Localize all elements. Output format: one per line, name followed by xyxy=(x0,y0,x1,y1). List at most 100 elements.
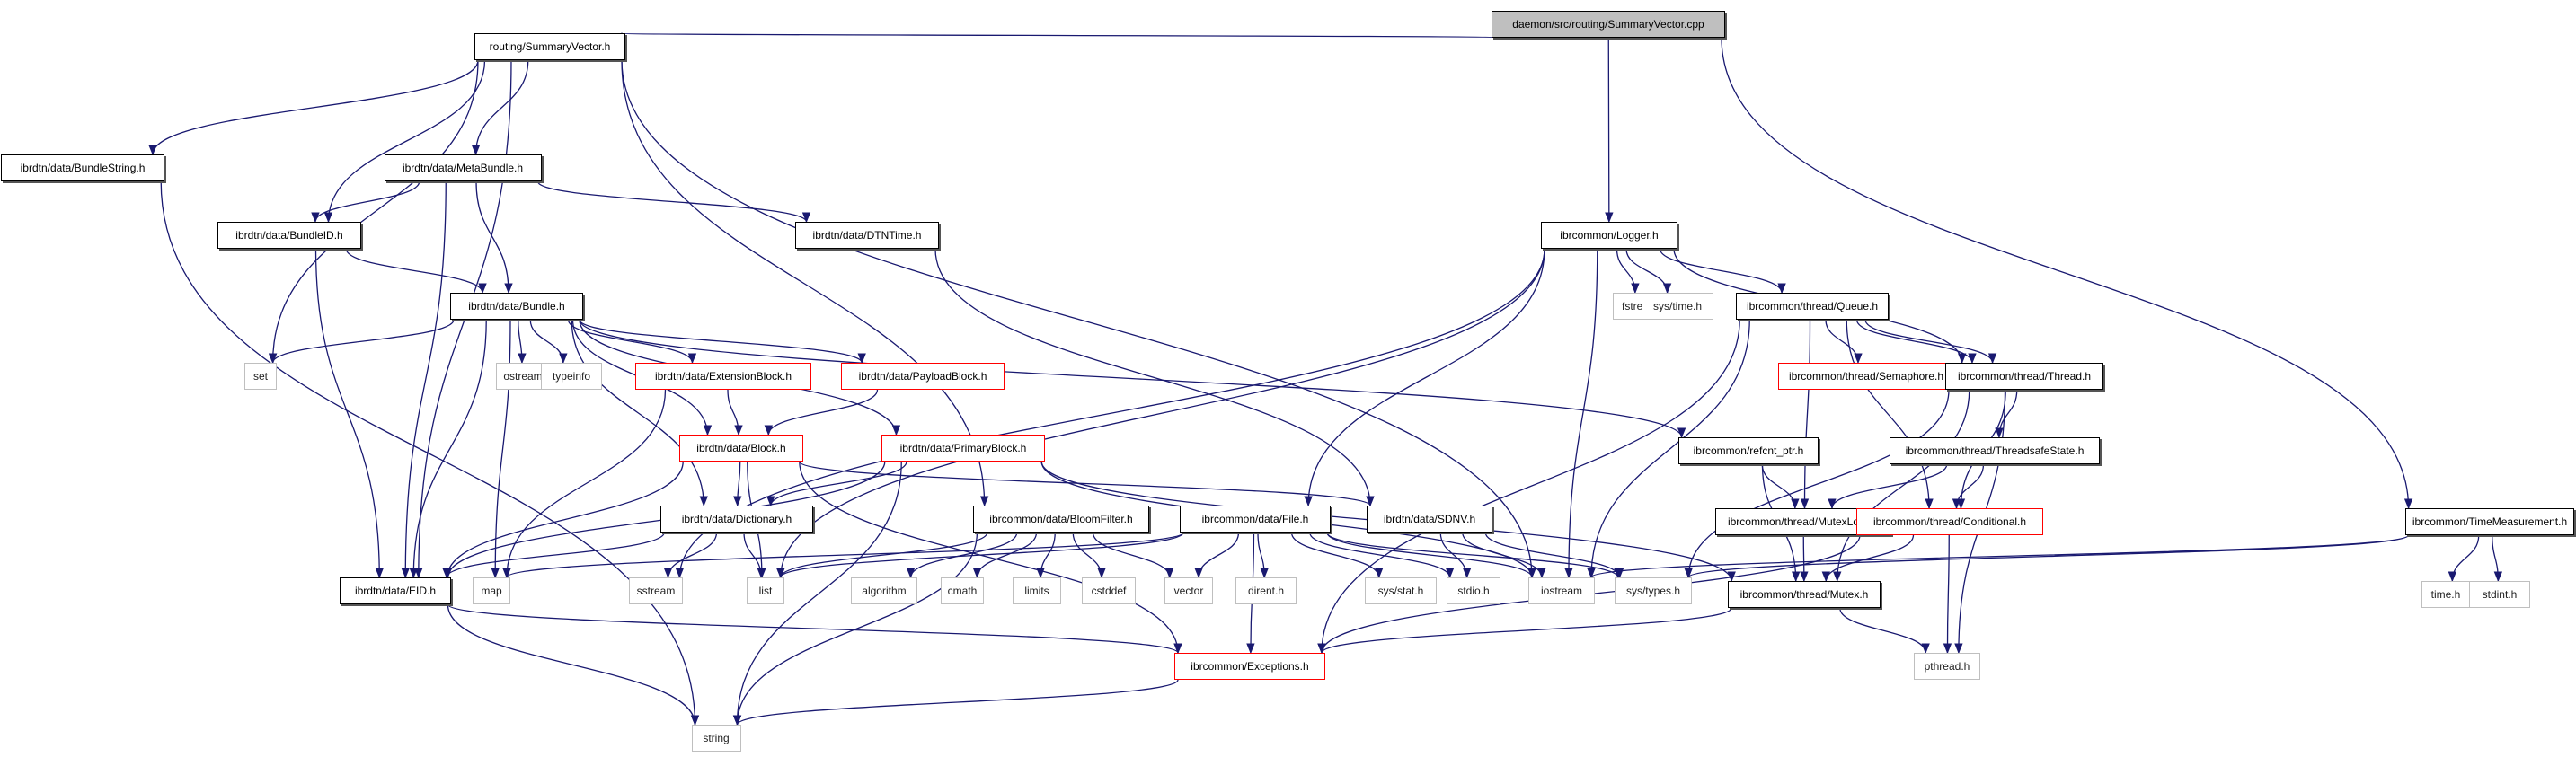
node-bloom[interactable]: ibrcommon/data/BloomFilter.h xyxy=(973,506,1149,533)
node-stdint[interactable]: stdint.h xyxy=(2469,581,2530,608)
edge-bundle-to-ext xyxy=(567,319,697,365)
node-ext[interactable]: ibrdtn/data/ExtensionBlock.h xyxy=(635,363,811,390)
edge-dict-to-eid xyxy=(442,532,665,579)
node-limits[interactable]: limits xyxy=(1012,577,1062,604)
node-payload[interactable]: ibrdtn/data/PayloadBlock.h xyxy=(840,363,1005,390)
edge-root-to-sv xyxy=(621,31,1496,44)
node-file[interactable]: ibrcommon/data/File.h xyxy=(1180,506,1331,533)
edge-cond-to-pthread xyxy=(1943,534,1952,655)
node-bstr[interactable]: ibrdtn/data/BundleString.h xyxy=(0,154,165,181)
edge-thread-to-mutex xyxy=(1833,389,1970,583)
node-thread[interactable]: ibrcommon/thread/Thread.h xyxy=(1945,363,2103,390)
node-logger[interactable]: ibrcommon/Logger.h xyxy=(1541,222,1677,249)
edge-primary-to-dict xyxy=(766,461,907,507)
node-bundle[interactable]: ibrdtn/data/Bundle.h xyxy=(450,293,583,320)
edge-block-to-exc xyxy=(799,461,1182,655)
node-cond[interactable]: ibrcommon/thread/Conditional.h xyxy=(1856,508,2043,535)
edge-bloom-to-vector xyxy=(1092,532,1174,579)
node-mutex[interactable]: ibrcommon/thread/Mutex.h xyxy=(1728,581,1881,608)
edge-sv-to-meta xyxy=(471,59,529,156)
edge-mutex-to-exc xyxy=(1317,607,1732,655)
edge-eid-to-exc xyxy=(447,603,1182,655)
node-root[interactable]: daemon/src/routing/SummaryVector.cpp xyxy=(1492,11,1725,38)
edge-meta-to-eid xyxy=(401,180,447,579)
node-cmath[interactable]: cmath xyxy=(941,577,984,604)
node-ostream[interactable]: ostream xyxy=(495,363,551,390)
node-list[interactable]: list xyxy=(747,577,784,604)
edge-mlock-to-mutex xyxy=(1800,534,1809,583)
edge-file-to-sysstat xyxy=(1290,532,1384,579)
edge-bid-to-bundle xyxy=(345,248,487,295)
edge-sdnv-to-iostream xyxy=(1462,532,1546,579)
edge-tm-to-stdint xyxy=(2492,534,2503,583)
edge-tss-to-cond xyxy=(1952,463,1985,510)
edge-logger-to-iostream xyxy=(1564,248,1598,579)
node-iostream[interactable]: iostream xyxy=(1528,577,1595,604)
node-sv[interactable]: routing/SummaryVector.h xyxy=(474,33,625,60)
edge-bloom-to-string xyxy=(732,532,978,726)
node-systime[interactable]: sys/time.h xyxy=(1642,293,1713,320)
node-sysstat[interactable]: sys/stat.h xyxy=(1365,577,1437,604)
edge-queue_h-to-sem xyxy=(1825,319,1863,365)
edge-logger-to-systime xyxy=(1625,248,1672,295)
node-dtnt[interactable]: ibrdtn/data/DTNTime.h xyxy=(795,222,939,249)
edge-file-to-map xyxy=(502,532,1184,579)
edge-meta-to-dtnt xyxy=(536,180,811,224)
node-tss[interactable]: ibrcommon/thread/ThreadsafeState.h xyxy=(1890,437,2100,464)
edge-bundle-to-dict xyxy=(571,319,708,507)
edge-file-to-stdio xyxy=(1309,532,1455,579)
node-sem[interactable]: ibrcommon/thread/Semaphore.h xyxy=(1778,363,1954,390)
edge-sv-to-set xyxy=(268,59,479,365)
node-set[interactable]: set xyxy=(244,363,277,390)
edge-tm-to-timeh xyxy=(2448,534,2480,583)
node-string[interactable]: string xyxy=(691,725,741,752)
edge-sv-to-iostream xyxy=(621,59,1536,579)
node-typeinfo[interactable]: typeinfo xyxy=(541,363,602,390)
node-eid[interactable]: ibrdtn/data/EID.h xyxy=(339,577,452,604)
edge-cond-to-mutex xyxy=(1821,534,1915,583)
edge-bundle-to-set xyxy=(269,319,455,365)
edge-dict-to-sstream xyxy=(663,532,718,579)
edge-thread-to-tss xyxy=(1995,389,2018,439)
node-timeh[interactable]: time.h xyxy=(2421,581,2471,608)
edge-meta-to-bundle xyxy=(475,180,513,295)
node-exc[interactable]: ibrcommon/Exceptions.h xyxy=(1174,653,1325,680)
edge-bloom-to-list xyxy=(776,532,988,579)
node-systypes[interactable]: sys/types.h xyxy=(1614,577,1693,604)
edge-ext-to-block xyxy=(727,389,743,436)
node-bid[interactable]: ibrdtn/data/BundleID.h xyxy=(217,222,361,249)
node-tm[interactable]: ibrcommon/TimeMeasurement.h xyxy=(2404,508,2575,535)
edge-logger-to-file xyxy=(1304,248,1545,507)
edge-file-to-vector xyxy=(1194,532,1240,579)
edge-ext-to-map xyxy=(502,389,667,579)
edge-mutex-to-pthread xyxy=(1839,607,1930,655)
edge-bundle-to-typeinfo xyxy=(529,319,568,365)
node-algorithm[interactable]: algorithm xyxy=(851,577,917,604)
node-pthread[interactable]: pthread.h xyxy=(1914,653,1980,680)
edge-bloom-to-cstddef xyxy=(1072,532,1106,579)
edge-logger-to-list xyxy=(776,248,1545,579)
node-queue-h[interactable]: ibrcommon/thread/Queue.h xyxy=(1736,293,1889,320)
node-map[interactable]: map xyxy=(473,577,510,604)
edge-primary-to-string xyxy=(732,461,902,726)
edge-bloom-to-cmath xyxy=(972,532,1038,579)
node-vector[interactable]: vector xyxy=(1164,577,1214,604)
node-meta[interactable]: ibrdtn/data/MetaBundle.h xyxy=(384,154,542,181)
node-block[interactable]: ibrdtn/data/Block.h xyxy=(679,435,803,462)
node-cstddef[interactable]: cstddef xyxy=(1081,577,1137,604)
node-refcnt[interactable]: ibrcommon/refcnt_ptr.h xyxy=(1677,437,1819,464)
node-dirent[interactable]: dirent.h xyxy=(1235,577,1297,604)
edge-dict-to-list xyxy=(743,532,766,579)
node-sstream[interactable]: sstream xyxy=(628,577,684,604)
edge-tm-to-systypes xyxy=(1684,534,2410,579)
node-sdnv[interactable]: ibrdtn/data/SDNV.h xyxy=(1367,506,1492,533)
edge-sv-to-bstr xyxy=(148,59,479,156)
node-stdio[interactable]: stdio.h xyxy=(1446,577,1501,604)
edge-file-to-systypes xyxy=(1326,532,1623,579)
node-primary[interactable]: ibrdtn/data/PrimaryBlock.h xyxy=(881,435,1046,462)
edge-block-to-dict xyxy=(733,461,742,507)
edge-block-to-sdnv xyxy=(799,461,1375,507)
node-dict[interactable]: ibrdtn/data/Dictionary.h xyxy=(660,506,813,533)
edge-payload-to-block xyxy=(764,389,879,436)
